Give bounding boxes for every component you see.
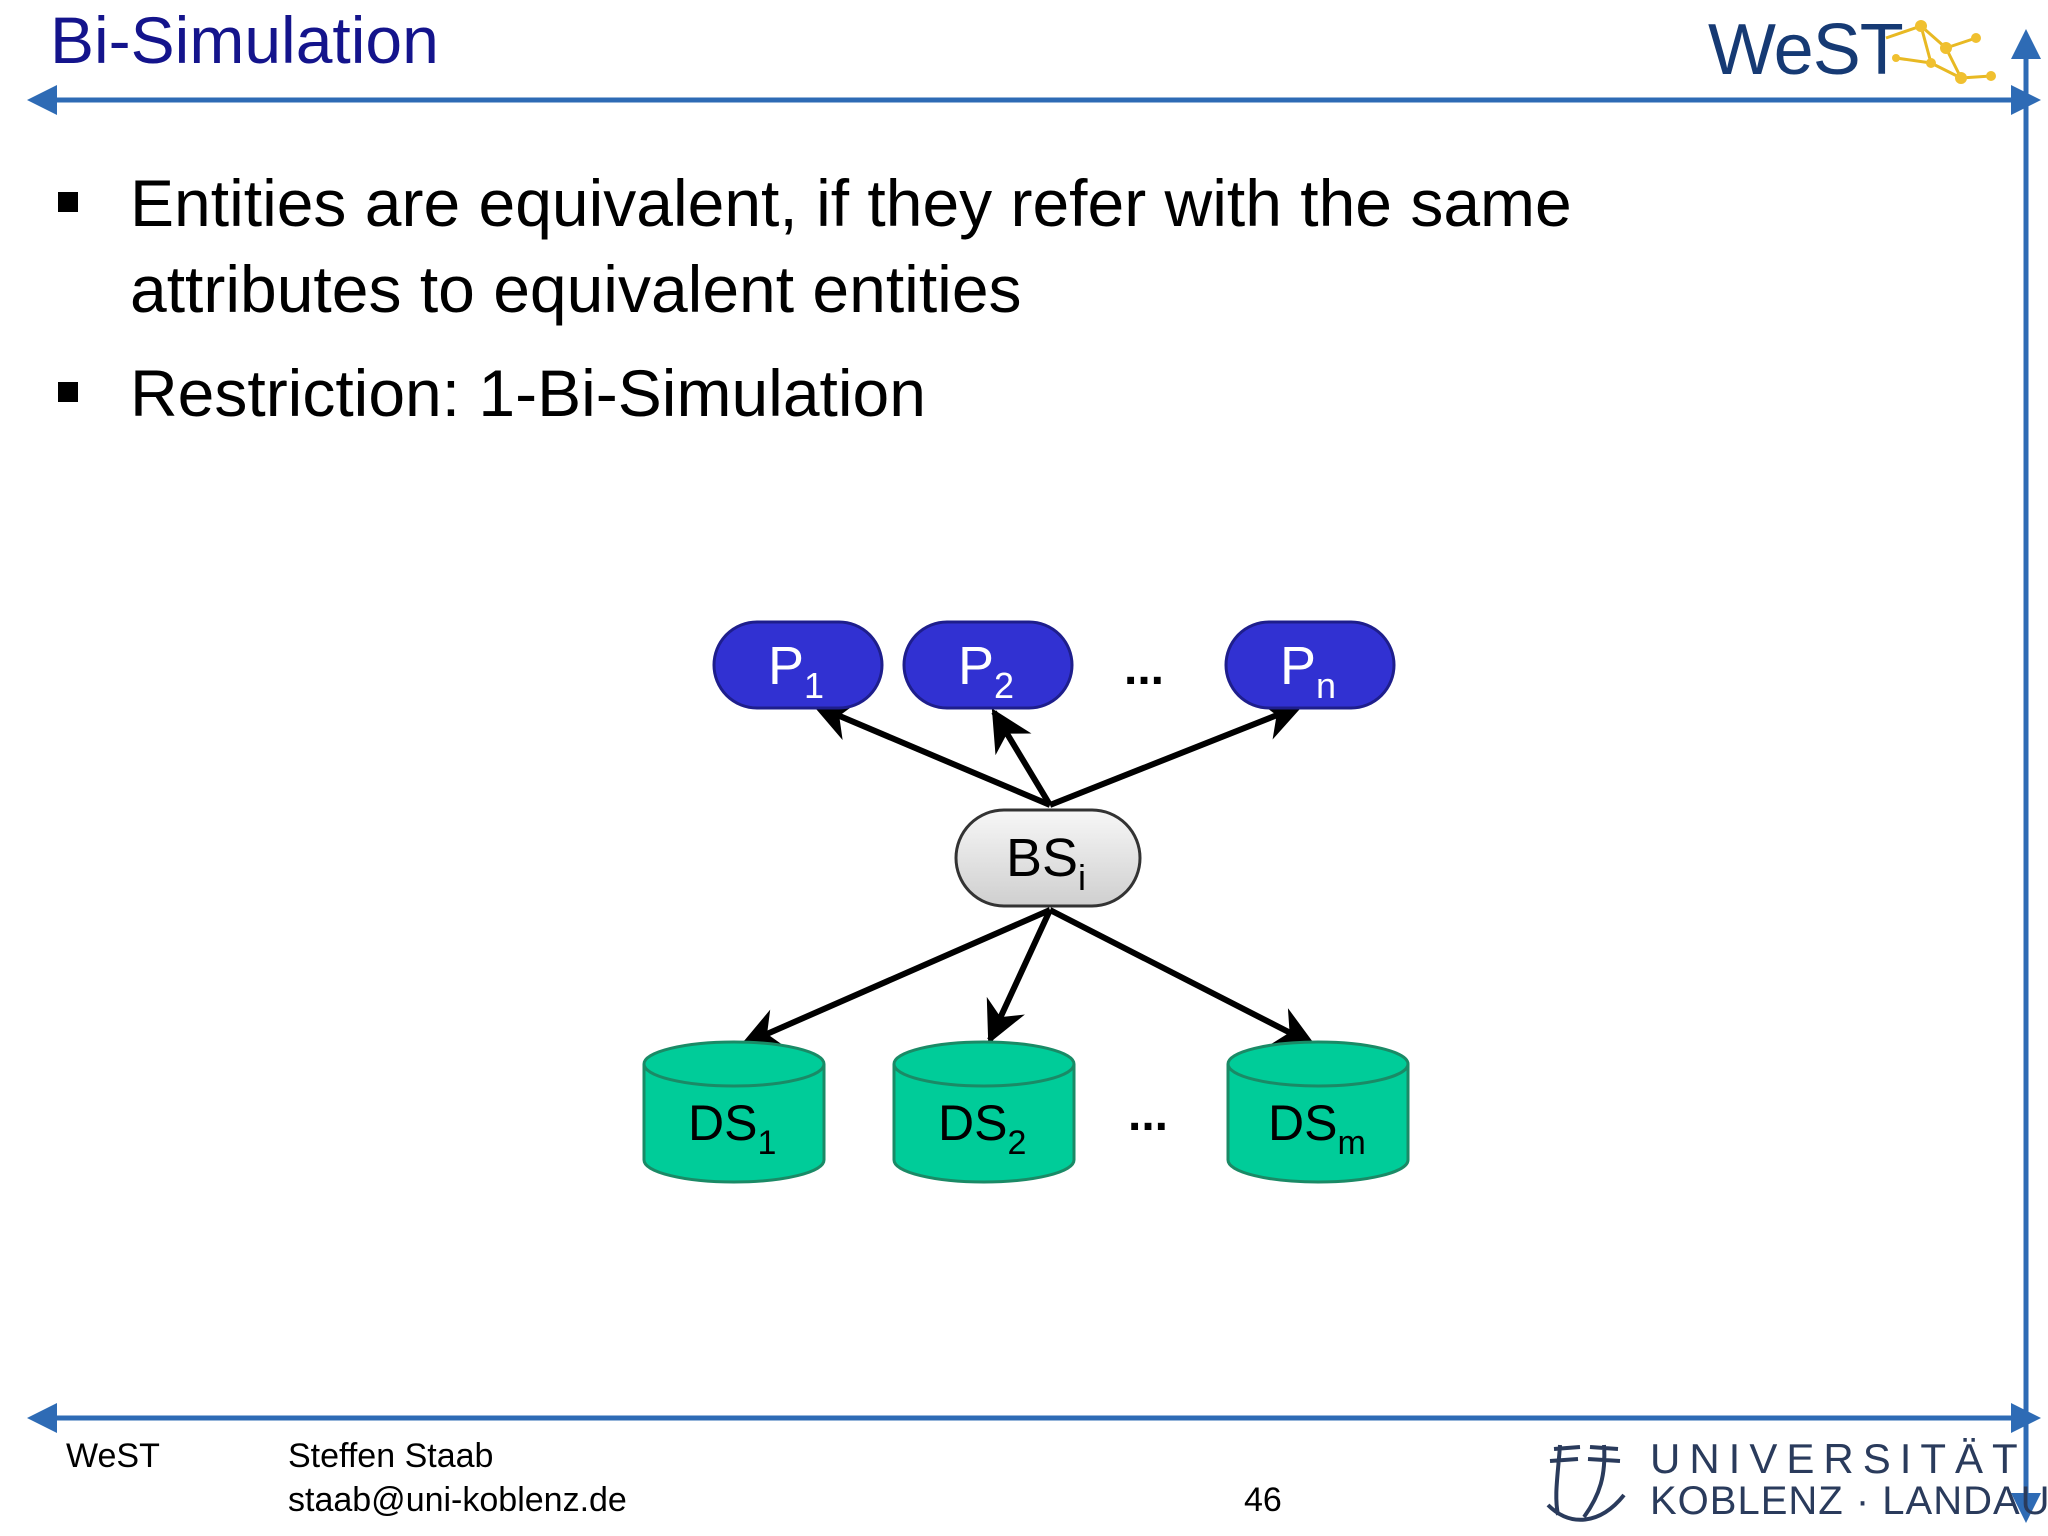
svg-text:DS2: DS2 <box>938 1095 1026 1162</box>
edge-bs-p2 <box>991 708 1053 807</box>
diagram-edges <box>740 700 1316 1049</box>
slide-title: Bi-Simulation <box>50 3 439 77</box>
university-name-line-1: UNIVERSITÄT <box>1650 1435 2027 1482</box>
svg-text:BSi: BSi <box>1006 828 1086 898</box>
bullet-square-icon <box>58 192 78 212</box>
west-logo-text: WeST <box>1708 10 1904 90</box>
edge-bs-dsm <box>1048 907 1316 1047</box>
node-dsm: DSm <box>1226 1040 1410 1184</box>
bullet-square-icon <box>58 382 78 402</box>
footer-email: staab@uni-koblenz.de <box>288 1481 627 1519</box>
footer-author: Steffen Staab <box>288 1437 494 1475</box>
node-ds1: DS1 <box>642 1040 826 1184</box>
bullet-2-line-1: Restriction: 1-Bi-Simulation <box>130 356 926 430</box>
edge-bs-ds1 <box>740 907 1052 1049</box>
university-emblem-icon <box>1546 1444 1626 1522</box>
bullet-1-line-2: attributes to equivalent entities <box>130 252 1022 326</box>
edge-bs-pn <box>1048 700 1304 808</box>
node-p1: P1 <box>712 620 884 710</box>
network-star-icon <box>1885 20 1996 84</box>
svg-text:DSm: DSm <box>1268 1095 1366 1162</box>
svg-text:P2: P2 <box>958 636 1014 706</box>
university-logo: UNIVERSITÄT KOBLENZ · LANDAU <box>1540 1435 2048 1527</box>
edge-bs-p1 <box>812 701 1052 808</box>
svg-text:P1: P1 <box>768 636 824 706</box>
footer-org: WeST <box>66 1437 160 1475</box>
svg-text:DS1: DS1 <box>688 1095 776 1162</box>
node-ds2: DS2 <box>892 1040 1076 1184</box>
svg-text:Pn: Pn <box>1280 636 1336 706</box>
node-pn: Pn <box>1224 620 1396 710</box>
edge-bs-ds2 <box>986 908 1053 1044</box>
page-number: 46 <box>1244 1481 1282 1519</box>
top-ellipsis: ... <box>1124 642 1164 695</box>
bottom-ellipsis: ... <box>1128 1088 1168 1141</box>
node-bsi: BSi <box>954 808 1142 908</box>
university-name-line-2: KOBLENZ · LANDAU <box>1650 1479 2048 1523</box>
bullet-1-line-1: Entities are equivalent, if they refer w… <box>130 166 1572 240</box>
node-p2: P2 <box>902 620 1074 710</box>
west-logo: WeST <box>1706 8 2006 98</box>
